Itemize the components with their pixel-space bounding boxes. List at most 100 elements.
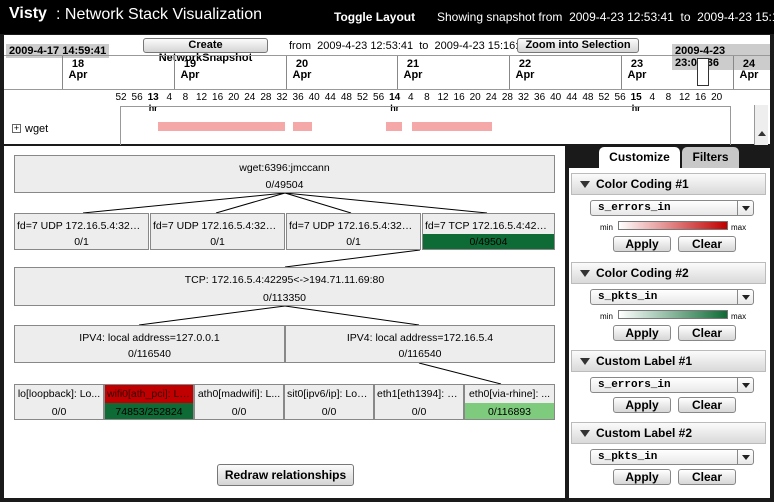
hour-label: 8 — [176, 93, 194, 103]
fd-node[interactable]: fd=7 UDP 172.16.5.4:3277...0/1 — [150, 213, 285, 250]
interface-node[interactable]: wifi0[ath_pci]: Lo...74853/252824 — [104, 384, 194, 420]
apply-button[interactable]: Apply — [613, 325, 671, 341]
tab-filters[interactable]: Filters — [682, 147, 739, 168]
activity-bar[interactable] — [293, 122, 312, 131]
color-coding-1-select[interactable]: s_errors_in — [590, 200, 754, 216]
timeline-scrollbar[interactable] — [754, 105, 768, 145]
hour-number: 20 — [469, 92, 481, 103]
hour-number: 48 — [582, 92, 594, 103]
chevron-down-icon — [737, 450, 753, 464]
hour-label: 12 — [434, 93, 452, 103]
tcp-node[interactable]: TCP: 172.16.5.4:42295<->194.71.11.69:80 … — [14, 267, 555, 306]
fd-node[interactable]: fd=7 UDP 172.16.5.4:3277...0/1 — [286, 213, 421, 250]
hour-number: 32 — [276, 92, 288, 103]
hour-label: 44 — [563, 93, 581, 103]
day-number: 24 — [742, 58, 756, 70]
section-title: Custom Label #1 — [596, 354, 693, 368]
selection-window[interactable] — [697, 58, 709, 86]
scroll-up-icon[interactable] — [758, 131, 766, 136]
fd-node[interactable]: fd=7 UDP 172.16.5.4:3277...0/1 — [14, 213, 149, 250]
node-label: sit0[ipv6/ip]: Loc... — [287, 388, 372, 400]
zoom-selection-button[interactable]: Zoom into Selection — [517, 38, 639, 53]
hour-number: 40 — [550, 92, 562, 103]
clear-button[interactable]: Clear — [678, 469, 736, 485]
node-label: wget:6396:jmccann — [239, 162, 330, 174]
fd-node[interactable]: fd=7 TCP 172.16.5.4:4229...0/49504 — [422, 213, 555, 250]
activity-bar[interactable] — [386, 122, 402, 131]
day-tick — [62, 56, 63, 89]
apply-button[interactable]: Apply — [613, 236, 671, 252]
collapse-icon — [580, 270, 590, 277]
node-value: 0/116540 — [127, 348, 171, 360]
clear-button[interactable]: Clear — [678, 325, 736, 341]
hour-number: 28 — [501, 92, 513, 103]
selection-range-text: from 2009-4-23 12:53:41 to 2009-4-23 15:… — [289, 40, 531, 52]
hour-label: 52 — [112, 93, 130, 103]
activity-track — [120, 106, 731, 145]
activity-bar[interactable] — [412, 122, 492, 131]
custom-label-1-select[interactable]: s_errors_in — [590, 377, 754, 393]
hour-number: 12 — [678, 92, 691, 103]
chevron-down-icon — [737, 201, 753, 215]
hour-number: 20 — [228, 92, 240, 103]
interface-node[interactable]: eth0[via-rhine]: ...0/116893 — [464, 384, 555, 420]
snapshot-range-text: Showing snapshot from 2009-4-23 12:53:41… — [437, 10, 774, 24]
redraw-relationships-button[interactable]: Redraw relationships — [217, 464, 354, 486]
node-value: 0/116893 — [465, 403, 554, 419]
collapse-icon — [580, 430, 590, 437]
node-value: 74853/252824 — [105, 403, 193, 419]
green-color-ramp — [618, 310, 728, 319]
hour-label: 32 — [273, 93, 291, 103]
interface-node[interactable]: sit0[ipv6/ip]: Loc...0/0 — [284, 384, 374, 420]
day-month: Apr — [627, 69, 647, 81]
hour-number: 16 — [212, 92, 224, 103]
hour-label: 52 — [354, 93, 372, 103]
toggle-layout-button[interactable]: Toggle Layout — [334, 10, 416, 24]
interface-node[interactable]: ath0[madwifi]: L...0/0 — [194, 384, 284, 420]
node-value: 0/1 — [346, 236, 361, 248]
apply-button[interactable]: Apply — [613, 469, 671, 485]
activity-bar[interactable] — [158, 122, 285, 131]
title-bar: Visty : Network Stack Visualization Togg… — [0, 0, 774, 34]
node-value: 0/49504 — [423, 234, 554, 249]
day-month: Apr — [403, 69, 423, 81]
hour-label: 32 — [515, 93, 533, 103]
interface-node[interactable]: lo[loopback]: Lo...0/0 — [14, 384, 104, 420]
custom-label-2-select[interactable]: s_pkts_in — [590, 449, 754, 465]
process-node[interactable]: wget:6396:jmccann 0/49504 — [14, 155, 555, 193]
apply-button[interactable]: Apply — [613, 397, 671, 413]
clear-button[interactable]: Clear — [678, 236, 736, 252]
color-coding-1-header[interactable]: Color Coding #1 — [571, 173, 766, 195]
hour-number: 36 — [292, 92, 304, 103]
hour-number: 13 — [147, 92, 159, 103]
chevron-down-icon — [737, 290, 753, 304]
red-color-ramp — [618, 221, 728, 230]
custom-label-2-header[interactable]: Custom Label #2 — [571, 422, 766, 444]
process-label: wget — [25, 123, 49, 135]
hour-label: 16 — [692, 93, 710, 103]
hour-label: 44 — [321, 93, 339, 103]
customize-panel: Customize Filters Color Coding #1 s_erro… — [569, 146, 770, 498]
hour-label: 16 — [209, 93, 227, 103]
hour-number: 56 — [373, 92, 385, 103]
node-label: lo[loopback]: Lo... — [17, 388, 101, 400]
color-coding-2-header[interactable]: Color Coding #2 — [571, 262, 766, 284]
color-coding-2-select[interactable]: s_pkts_in — [590, 289, 754, 305]
node-value: 0/49504 — [265, 179, 304, 191]
hour-number: 15 — [630, 92, 642, 103]
day-month: Apr — [292, 69, 312, 81]
timeline-start-date: 2009-4-17 14:59:41 — [6, 44, 110, 58]
day-tick — [286, 56, 287, 89]
expand-icon[interactable]: + — [12, 123, 21, 133]
custom-label-1-header[interactable]: Custom Label #1 — [571, 350, 766, 372]
day-tick — [733, 56, 734, 89]
interface-node[interactable]: eth1[eth1394]: L...0/0 — [374, 384, 464, 420]
clear-button[interactable]: Clear — [678, 397, 736, 413]
tab-customize[interactable]: Customize — [599, 147, 680, 168]
create-snapshot-button[interactable]: Create NetworkSnapshot — [143, 38, 268, 64]
node-label: ath0[madwifi]: L... — [197, 388, 281, 400]
hour-unit: hr — [390, 103, 400, 113]
